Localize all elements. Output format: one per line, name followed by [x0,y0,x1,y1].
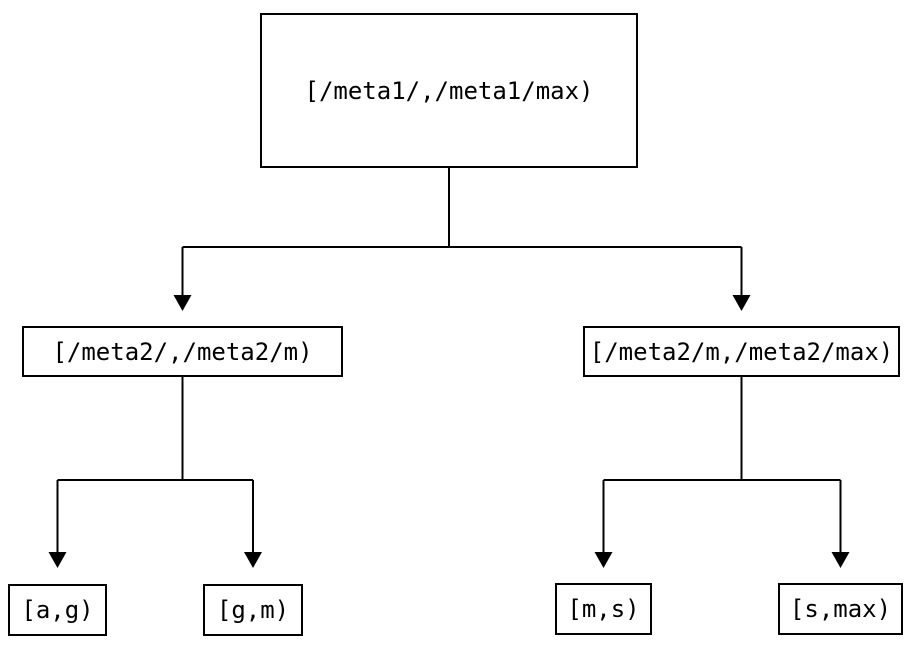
arrow-down-icon [594,552,613,568]
node-leaf-ms-label: [m,s) [567,595,640,623]
node-leaf-ms: [m,s) [555,583,652,635]
node-root-label: [/meta1/,/meta1/max) [304,76,594,105]
arrow-down-icon [173,295,192,311]
arrow-down-icon [732,295,751,311]
node-right: [/meta2/m,/meta2/max) [583,326,900,377]
arrow-down-icon [48,552,67,568]
node-right-label: [/meta2/m,/meta2/max) [589,337,894,366]
node-leaf-smax-label: [s,max) [789,595,892,623]
node-leaf-smax: [s,max) [778,583,903,635]
node-leaf-gm: [g,m) [203,584,303,636]
node-left: [/meta2/,/meta2/m) [22,326,343,377]
node-leaf-ag-label: [a,g) [21,596,94,624]
node-left-label: [/meta2/,/meta2/m) [52,337,313,366]
node-root: [/meta1/,/meta1/max) [260,13,638,168]
arrow-down-icon [244,552,262,568]
arrow-down-icon [831,552,850,568]
node-leaf-gm-label: [g,m) [216,596,290,624]
node-leaf-ag: [a,g) [8,584,107,636]
